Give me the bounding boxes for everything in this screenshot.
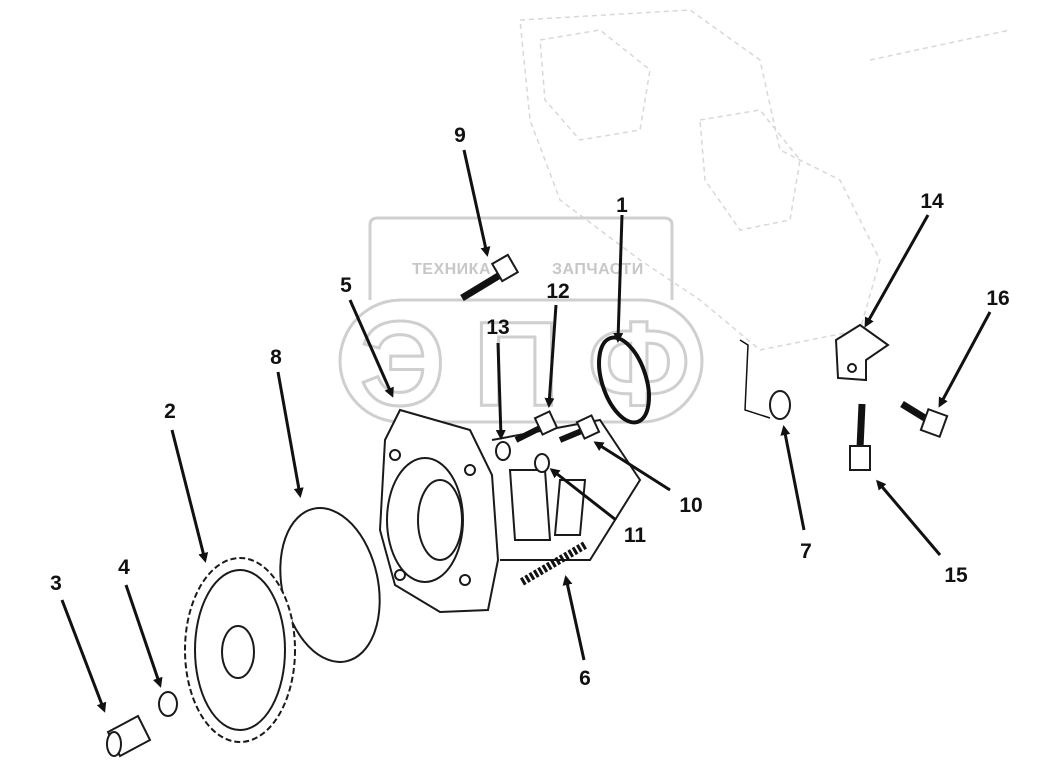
leader-14	[864, 214, 930, 328]
leader-16	[938, 311, 992, 408]
leader-4	[124, 584, 163, 688]
callout-14: 14	[920, 190, 944, 213]
callout-7: 7	[800, 540, 812, 563]
leader-6	[562, 575, 586, 661]
washer-13	[495, 441, 511, 461]
watermark-text-right: ЗАПЧАСТИ	[552, 261, 644, 278]
watermark-text-left: ТЕХНИКА	[412, 261, 491, 278]
callout-13: 13	[486, 316, 509, 339]
bracket-14	[834, 323, 890, 382]
gear-housing-cover	[378, 408, 642, 614]
leader-3	[60, 599, 107, 713]
leader-10	[593, 441, 671, 492]
watermark-logo-letters: ЭПФ	[360, 297, 690, 431]
leader-2	[170, 429, 209, 563]
bolt-9	[460, 253, 520, 301]
leader-15	[876, 479, 942, 556]
callout-8: 8	[270, 346, 282, 369]
washer	[158, 691, 178, 717]
callout-12: 12	[546, 280, 569, 303]
leader-5	[348, 299, 394, 398]
callout-6: 6	[579, 667, 591, 690]
callout-16: 16	[986, 287, 1009, 310]
callout-5: 5	[340, 274, 352, 297]
leader-11	[549, 468, 617, 522]
callout-labels: 1 2 3 4 5 6 7 8 9 10 11 12 13 14 15 16	[50, 124, 1010, 690]
nut-7	[739, 339, 791, 420]
leader-1	[613, 214, 624, 343]
stud-6	[519, 541, 588, 586]
callout-3: 3	[50, 572, 62, 595]
leader-12	[544, 304, 558, 408]
drive-gear	[184, 557, 296, 743]
bolt-12	[514, 410, 559, 443]
callout-4: 4	[118, 556, 130, 579]
leader-9	[462, 149, 491, 257]
bolt-16	[900, 401, 949, 439]
callout-2: 2	[164, 400, 176, 423]
bolt-10	[558, 414, 601, 443]
bolt-15	[849, 403, 871, 471]
callout-1: 1	[616, 194, 628, 217]
leader-arrows	[60, 149, 992, 713]
leader-7	[780, 425, 806, 531]
washer-11	[534, 453, 550, 473]
watermark-logo: ТЕХНИКА ЗАПЧАСТИ ЭПФ	[338, 216, 704, 433]
callout-10: 10	[679, 494, 702, 517]
leader-8	[276, 371, 304, 498]
sleeve	[106, 714, 152, 758]
callout-15: 15	[944, 564, 968, 587]
small-o-ring	[597, 335, 651, 425]
callout-11: 11	[624, 524, 647, 547]
leader-13	[495, 342, 506, 440]
callout-9: 9	[454, 124, 466, 147]
